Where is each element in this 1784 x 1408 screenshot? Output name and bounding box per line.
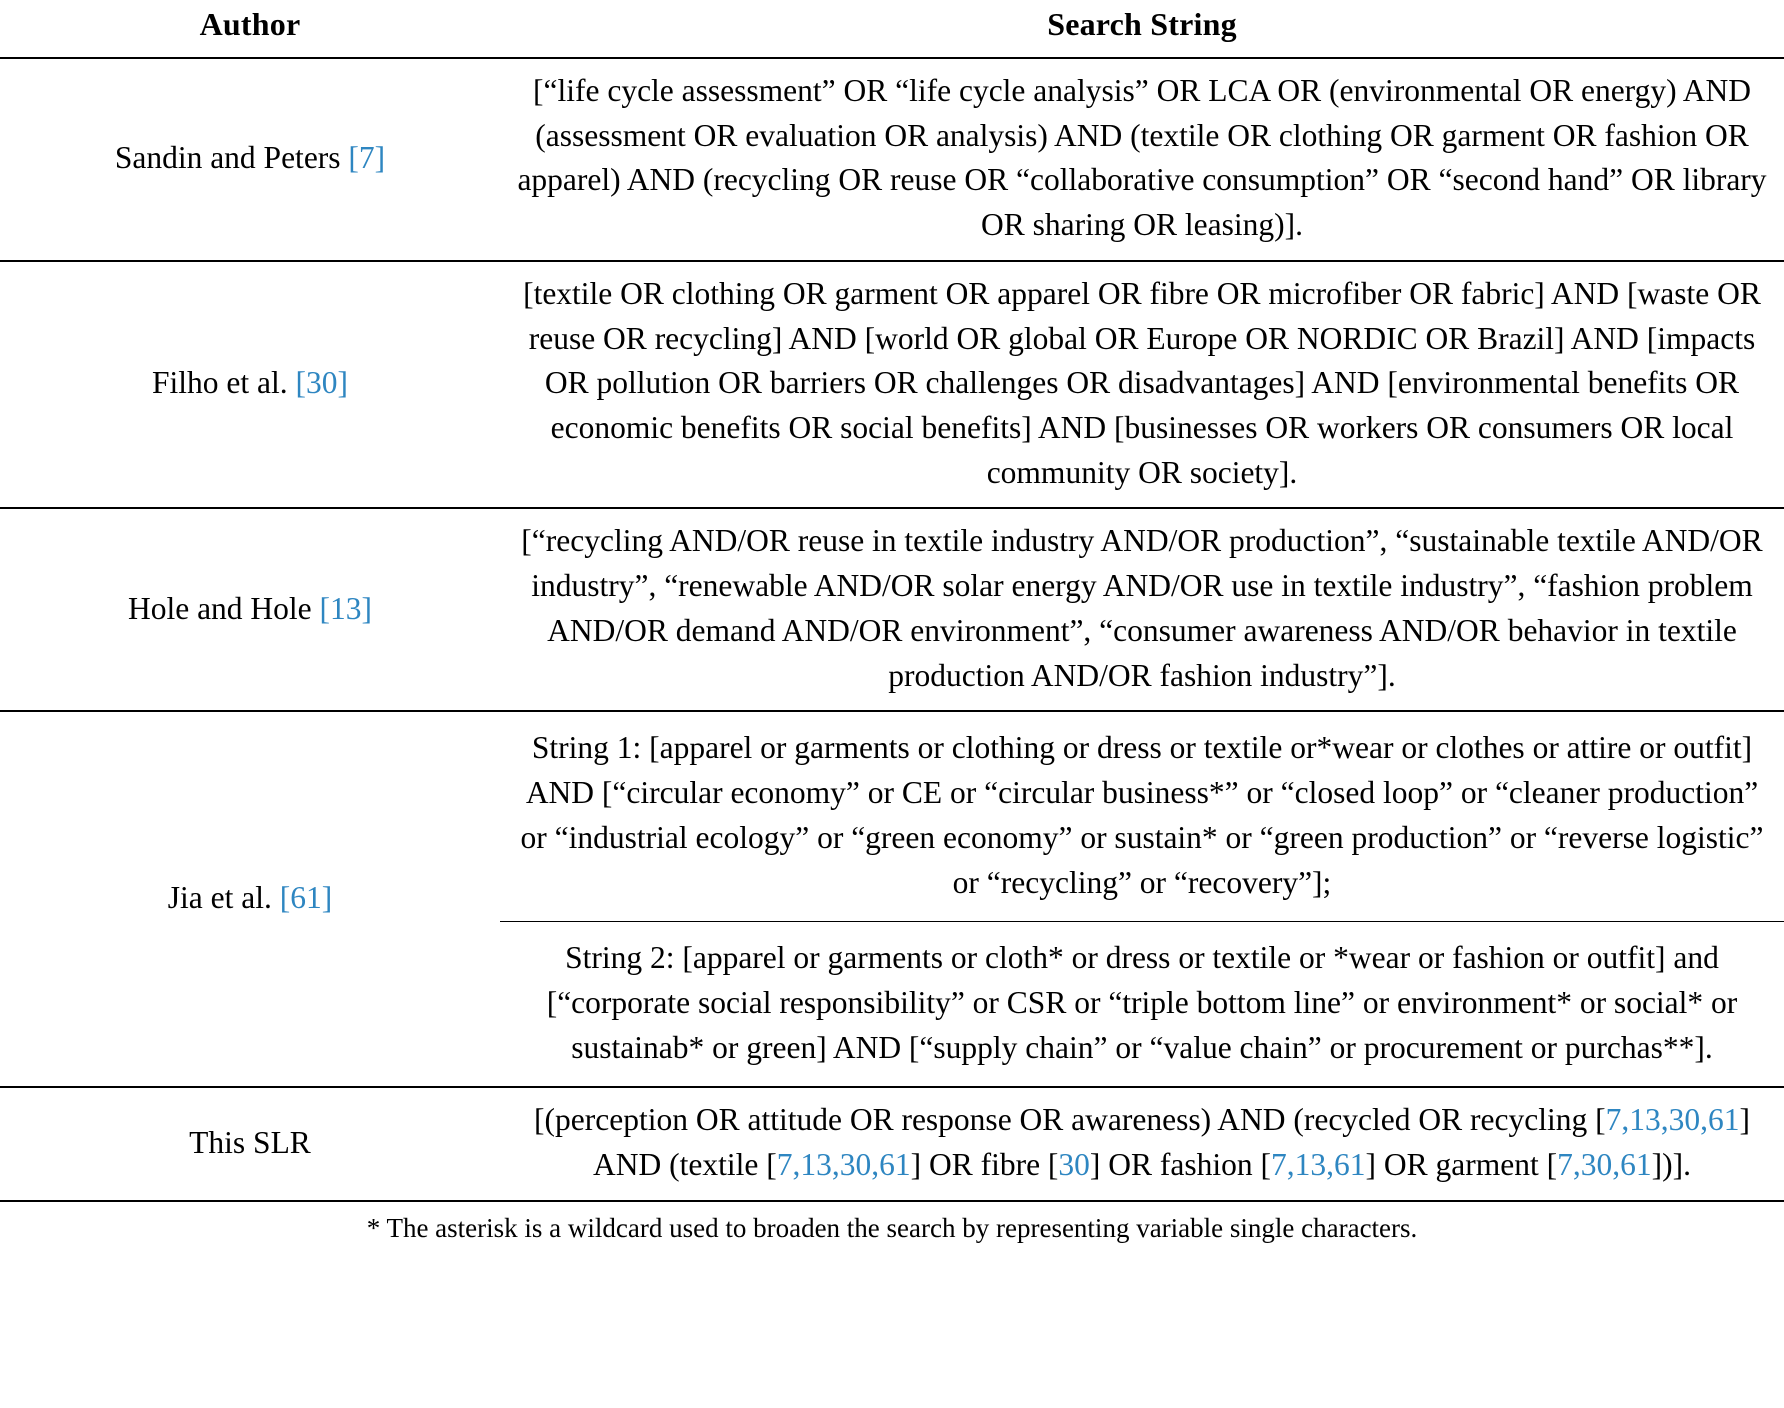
table-row: Sandin and Peters [7] [“life cycle asses… [0, 58, 1784, 261]
search-string-text: ] OR fashion [ [1089, 1147, 1272, 1183]
author-cell: Filho et al. [30] [0, 261, 500, 509]
inline-reference-link[interactable]: 7,30,61 [1557, 1147, 1652, 1183]
table-row: This SLR [(perception OR attitude OR res… [0, 1087, 1784, 1201]
author-reference-link[interactable]: [61] [279, 880, 333, 915]
search-string-cell: [“recycling AND/OR reuse in textile indu… [521, 523, 1763, 693]
search-string-text: ] OR fibre [ [910, 1147, 1059, 1183]
search-string-cell-slr: [(perception OR attitude OR response OR … [500, 1087, 1784, 1200]
inline-reference-link[interactable]: 7,13,30,61 [1605, 1102, 1740, 1138]
table-row: Hole and Hole [13] [“recycling AND/OR re… [0, 508, 1784, 712]
search-string-part-1: String 1: [apparel or garments or clothi… [500, 712, 1784, 923]
author-cell: This SLR [0, 1087, 500, 1200]
column-header-author: Author [199, 6, 301, 42]
author-name: Filho et al. [152, 365, 296, 401]
author-name: Sandin and Peters [114, 140, 349, 176]
footnote-text: * The asterisk is a wildcard used to bro… [366, 1212, 1418, 1243]
author-reference-link[interactable]: [13] [319, 590, 373, 626]
search-string-cell-split: String 1: [apparel or garments or clothi… [500, 711, 1784, 1087]
author-reference-link[interactable]: [7] [348, 140, 386, 176]
table-footnote-area: * The asterisk is a wildcard used to bro… [0, 1202, 1784, 1246]
author-reference-link[interactable]: [30] [295, 365, 348, 401]
author-name: This SLR [189, 1124, 311, 1160]
search-string-text: ] AND (textile [ [593, 1102, 1750, 1183]
column-header-search-string: Search String [1047, 6, 1237, 42]
table-body: Sandin and Peters [7] [“life cycle asses… [0, 58, 1784, 1201]
table-header: Author Search String [0, 0, 1784, 58]
table-row: Filho et al. [30] [textile OR clothing O… [0, 261, 1784, 509]
table-row: Jia et al. [61] String 1: [apparel or ga… [0, 711, 1784, 1088]
author-cell: Hole and Hole [13] [0, 508, 500, 711]
table-header-row: Author Search String [0, 0, 1784, 58]
search-string-table: Author Search String Sandin and Peters [… [0, 0, 1784, 1201]
author-name: Hole and Hole [127, 590, 320, 626]
search-string-text: [(perception OR attitude OR response OR … [534, 1102, 1606, 1138]
search-string-cell: [textile OR clothing OR garment OR appar… [523, 275, 1761, 490]
inline-reference-link[interactable]: 7,13,61 [1271, 1147, 1366, 1183]
author-cell: Jia et al. [61] [0, 711, 500, 1087]
author-cell: Sandin and Peters [7] [0, 58, 500, 261]
inline-reference-link[interactable]: 7,13,30,61 [776, 1147, 911, 1183]
search-string-text: ])]. [1651, 1147, 1691, 1183]
search-string-text: ] OR garment [ [1365, 1147, 1558, 1183]
author-name: Jia et al. [167, 880, 280, 915]
inline-reference-link[interactable]: 30 [1058, 1147, 1090, 1183]
search-string-part-2: String 2: [apparel or garments or cloth*… [546, 940, 1738, 1065]
search-string-cell: [“life cycle assessment” OR “life cycle … [517, 73, 1767, 243]
